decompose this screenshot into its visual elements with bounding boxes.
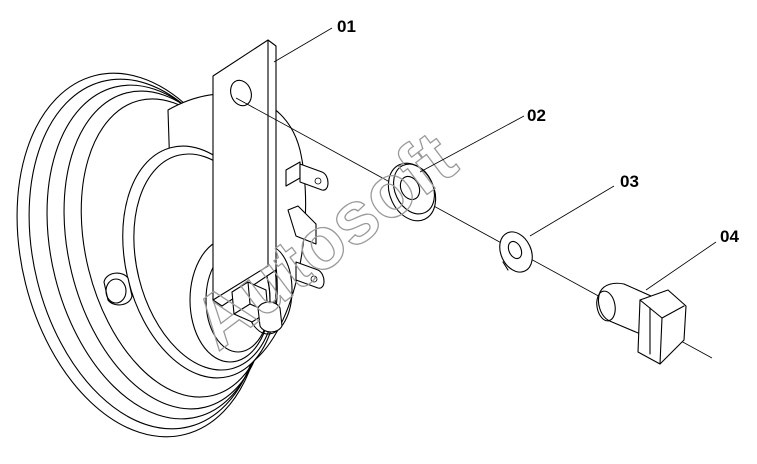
part-label-01: 01 <box>337 17 356 36</box>
part-label-03: 03 <box>620 172 639 191</box>
leader-lines <box>273 27 717 291</box>
leader-line-03 <box>529 185 615 237</box>
horn-assembly <box>16 39 329 438</box>
part-label-04: 04 <box>720 227 739 246</box>
leader-line-04 <box>645 241 717 291</box>
spring-washer-part <box>499 231 533 273</box>
leader-line-02 <box>419 115 525 173</box>
bolt-part <box>596 282 687 365</box>
part-label-02: 02 <box>527 106 546 125</box>
flat-washer-part <box>387 162 437 222</box>
leader-line-01 <box>273 27 333 63</box>
